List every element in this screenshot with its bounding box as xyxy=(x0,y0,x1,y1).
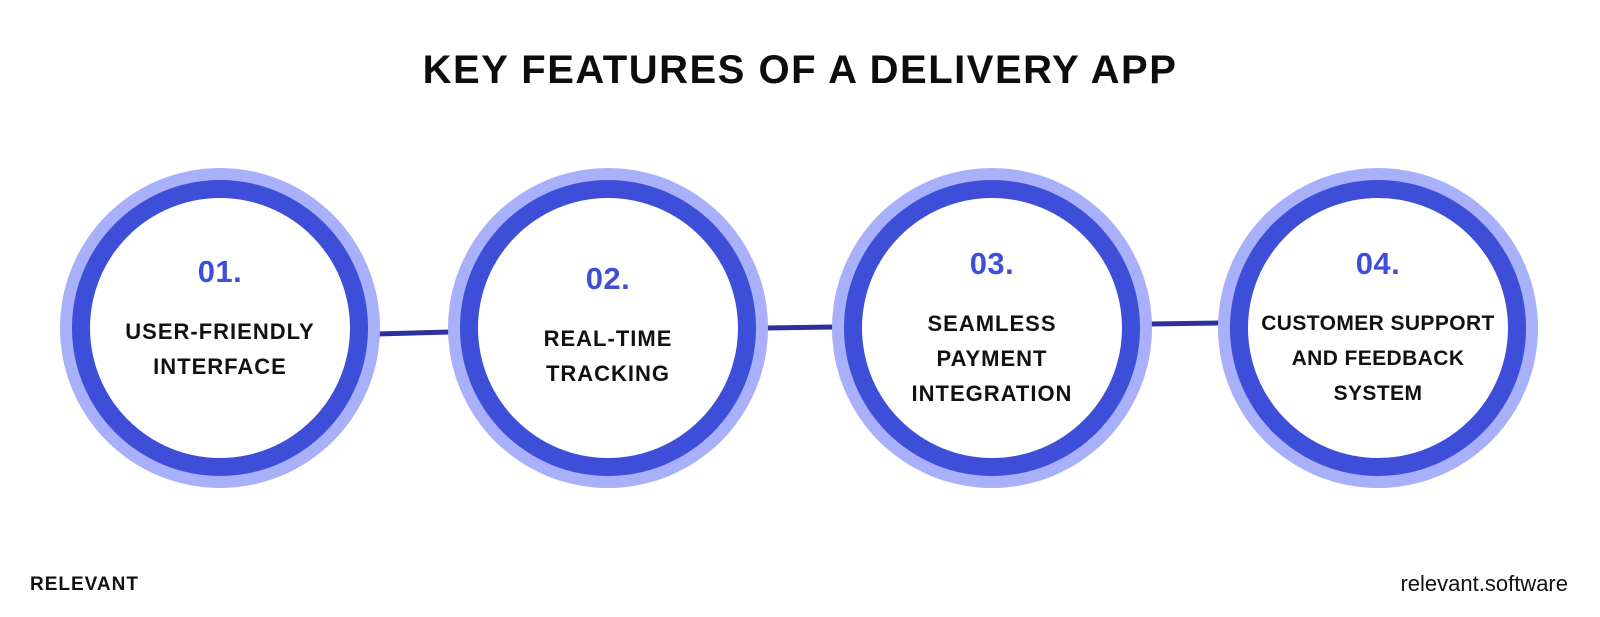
feature-number: 03. xyxy=(969,245,1015,281)
feature-label: SEAMLESS PAYMENT INTEGRATION xyxy=(911,310,1073,406)
website-text: relevant.software xyxy=(1400,571,1568,596)
connector-line-3-4 xyxy=(1149,320,1221,327)
feature-circle-3: 03. SEAMLESS PAYMENT INTEGRATION xyxy=(832,168,1152,488)
feature-label: CUSTOMER SUPPORT AND FEEDBACK SYSTEM xyxy=(1261,311,1495,405)
feature-label: USER-FRIENDLY INTERFACE xyxy=(125,319,315,379)
connector-line-2-3 xyxy=(765,324,835,331)
feature-number: 04. xyxy=(1355,245,1401,281)
feature-content: 03. SEAMLESS PAYMENT INTEGRATION xyxy=(862,198,1122,458)
feature-number: 01. xyxy=(197,254,243,289)
brand-logo-text: RELEVANT xyxy=(30,574,139,595)
feature-content: 02. REAL-TIME TRACKING xyxy=(478,198,738,458)
diagram-title: KEY FEATURES OF A DELIVERY APP xyxy=(422,48,1178,92)
feature-circle-2: 02. REAL-TIME TRACKING xyxy=(448,168,768,488)
feature-number: 02. xyxy=(585,261,631,296)
feature-circle-1: 01. USER-FRIENDLY INTERFACE xyxy=(60,168,380,488)
feature-circle-4: 04. CUSTOMER SUPPORT AND FEEDBACK SYSTEM xyxy=(1218,168,1538,488)
connector-line-1-2 xyxy=(377,329,451,337)
feature-content: 04. CUSTOMER SUPPORT AND FEEDBACK SYSTEM xyxy=(1248,198,1508,458)
feature-label: REAL-TIME TRACKING xyxy=(543,326,673,386)
feature-content: 01. USER-FRIENDLY INTERFACE xyxy=(90,198,350,458)
